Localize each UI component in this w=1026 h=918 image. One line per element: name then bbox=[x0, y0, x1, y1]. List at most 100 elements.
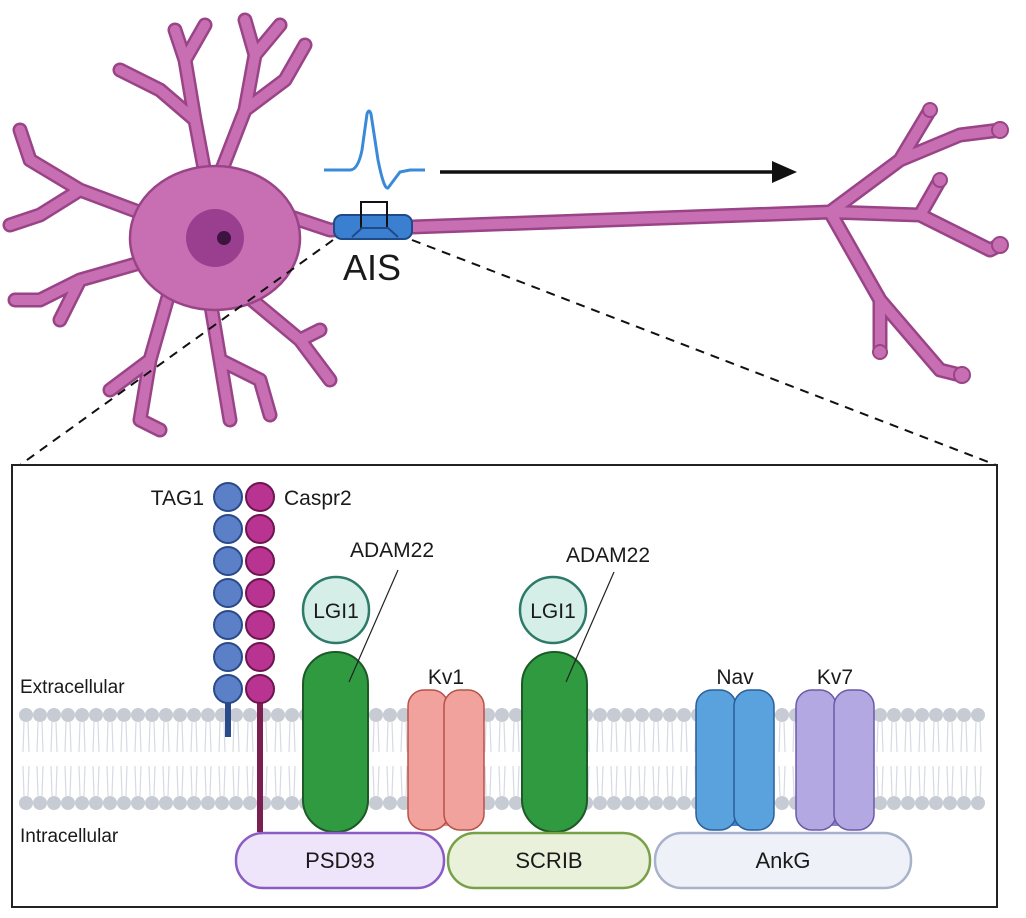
lipid-tail bbox=[666, 721, 674, 797]
psd93-scaffold bbox=[234, 831, 446, 890]
kv7-channel bbox=[795, 689, 875, 831]
lipid-head bbox=[117, 708, 131, 722]
lipid-tail bbox=[92, 721, 100, 797]
lipid-head bbox=[187, 708, 201, 722]
lipid-head bbox=[607, 796, 621, 810]
lipid-head bbox=[495, 796, 509, 810]
lipid-head bbox=[901, 708, 915, 722]
ankg-label: AnkG bbox=[755, 848, 810, 873]
adam22-b bbox=[521, 651, 588, 833]
lipid-tail bbox=[274, 721, 282, 797]
caspr2-domain bbox=[245, 674, 275, 704]
lipid-head bbox=[131, 796, 145, 810]
tag1-label: TAG1 bbox=[151, 487, 204, 510]
lipid-head bbox=[915, 708, 929, 722]
lipid-head bbox=[663, 796, 677, 810]
lipid-head bbox=[915, 796, 929, 810]
lipid-head bbox=[285, 796, 299, 810]
lipid-head bbox=[243, 708, 257, 722]
lipid-head bbox=[159, 796, 173, 810]
lipid-head bbox=[271, 708, 285, 722]
lipid-head bbox=[89, 708, 103, 722]
lipid-tail bbox=[120, 721, 128, 797]
lipid-head bbox=[677, 708, 691, 722]
lipid-head bbox=[873, 796, 887, 810]
kv7-label: Kv7 bbox=[817, 666, 853, 689]
lipid-tail bbox=[218, 721, 226, 797]
lipid-tail bbox=[890, 721, 898, 797]
lgi1-a bbox=[301, 575, 371, 645]
lipid-head bbox=[635, 796, 649, 810]
lipid-tail bbox=[288, 721, 296, 797]
lipid-head bbox=[145, 796, 159, 810]
lipid-head bbox=[19, 796, 33, 810]
caspr2-domain bbox=[245, 514, 275, 544]
lipid-head bbox=[901, 796, 915, 810]
ais-marker bbox=[333, 201, 413, 240]
extracellular-label: Extracellular bbox=[20, 677, 125, 698]
lipid-tail bbox=[106, 721, 114, 797]
intracellular-label: Intracellular bbox=[20, 826, 119, 847]
lipid-head bbox=[159, 708, 173, 722]
lipid-tail bbox=[946, 721, 954, 797]
lipid-tail bbox=[484, 721, 492, 797]
lipid-tail bbox=[148, 721, 156, 797]
caspr2-domains bbox=[245, 482, 275, 704]
adam22-a-pointer bbox=[348, 569, 399, 683]
lipid-tail bbox=[596, 721, 604, 797]
lipid-head bbox=[187, 796, 201, 810]
lipid-head bbox=[873, 708, 887, 722]
propagation-arrow bbox=[440, 161, 797, 183]
lgi1-b bbox=[518, 575, 588, 645]
lipid-head bbox=[173, 708, 187, 722]
nav-label: Nav bbox=[716, 666, 754, 689]
lipid-tail bbox=[638, 721, 646, 797]
caspr2-domain bbox=[245, 610, 275, 640]
caspr2-domain bbox=[245, 578, 275, 608]
lipid-head bbox=[33, 708, 47, 722]
caspr2-domain bbox=[245, 482, 275, 512]
lipid-tail bbox=[204, 721, 212, 797]
tag1-domain bbox=[213, 610, 243, 640]
lipid-tail bbox=[624, 721, 632, 797]
lipid-head bbox=[593, 708, 607, 722]
lipid-tail bbox=[50, 721, 58, 797]
ankg-scaffold bbox=[653, 831, 913, 890]
lipid-tail bbox=[960, 721, 968, 797]
lipid-head bbox=[943, 708, 957, 722]
lipid-head bbox=[649, 796, 663, 810]
lipid-head bbox=[943, 796, 957, 810]
lipid-tail bbox=[918, 721, 926, 797]
lipid-head bbox=[509, 708, 523, 722]
lipid-head bbox=[383, 796, 397, 810]
lipid-head bbox=[271, 796, 285, 810]
lipid-tail bbox=[386, 721, 394, 797]
lipid-tail bbox=[610, 721, 618, 797]
lipid-head bbox=[677, 796, 691, 810]
lipid-head bbox=[131, 708, 145, 722]
lipid-head bbox=[971, 708, 985, 722]
tag1-domain bbox=[213, 578, 243, 608]
lipid-head bbox=[61, 708, 75, 722]
adam22-b-label: ADAM22 bbox=[566, 544, 650, 567]
lipid-head bbox=[243, 796, 257, 810]
lipid-head bbox=[369, 796, 383, 810]
tag1-domain bbox=[213, 482, 243, 512]
lipid-head bbox=[173, 796, 187, 810]
lipid-tail bbox=[904, 721, 912, 797]
lipid-head bbox=[383, 708, 397, 722]
lipid-head bbox=[887, 708, 901, 722]
psd93-label: PSD93 bbox=[305, 848, 375, 873]
lipid-tail bbox=[932, 721, 940, 797]
caspr2-domain bbox=[245, 546, 275, 576]
scrib-label: SCRIB bbox=[515, 848, 582, 873]
lipid-tail bbox=[372, 721, 380, 797]
lipid-head bbox=[957, 796, 971, 810]
lipid-tail bbox=[78, 721, 86, 797]
lipid-head bbox=[75, 796, 89, 810]
lipid-head bbox=[929, 796, 943, 810]
adam22-a bbox=[302, 651, 369, 833]
lipid-head bbox=[957, 708, 971, 722]
lipid-head bbox=[89, 796, 103, 810]
